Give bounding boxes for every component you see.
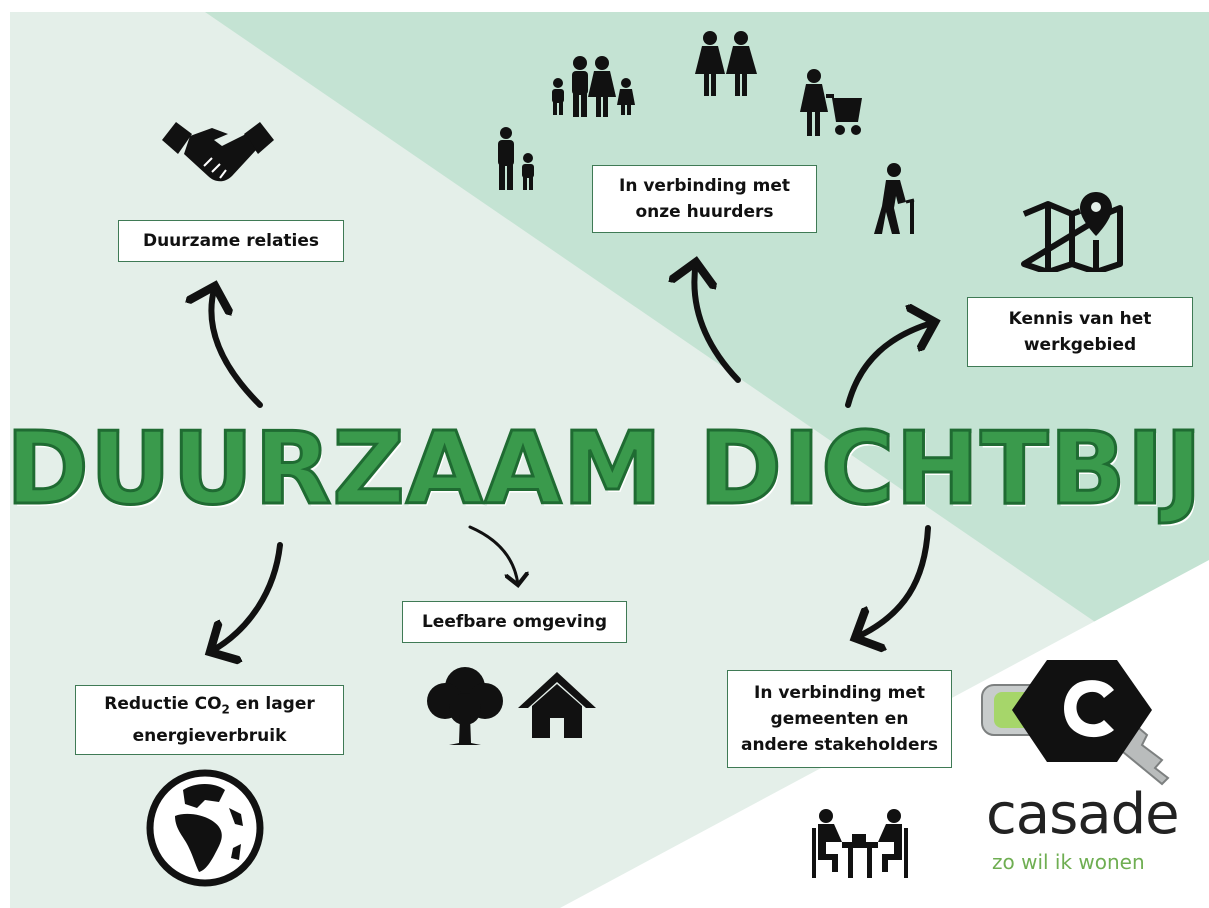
box-leefbare-omgeving: Leefbare omgeving — [402, 601, 627, 643]
tree-icon — [427, 667, 503, 745]
arrow-to-municipalities — [855, 525, 931, 638]
arrow-to-environment — [468, 525, 518, 585]
brand-tagline: zo wil ik wonen — [992, 850, 1145, 874]
couple-icon — [695, 31, 757, 96]
arrow-to-co2 — [210, 542, 283, 652]
arrow-to-relations — [211, 286, 263, 408]
box-huurders: In verbinding met onze huurders — [592, 165, 817, 233]
box-kennis-werkgebied: Kennis van het werkgebied — [967, 297, 1193, 367]
label-knowledge-2: werkgebied — [1023, 335, 1137, 355]
meeting-icon — [812, 809, 908, 878]
brand-name: casade — [986, 782, 1180, 847]
arrow-to-knowledge — [845, 322, 935, 408]
label-environment: Leefbare omgeving — [421, 612, 608, 632]
label-co2-1: Reductie CO2 en lager — [104, 691, 315, 722]
keys-logo-icon — [981, 660, 1170, 786]
label-knowledge-1: Kennis van het — [1008, 309, 1152, 329]
box-reductie-co2: Reductie CO2 en lager energieverbruik — [75, 685, 344, 755]
elderly-icon — [874, 163, 915, 234]
family-icon — [552, 56, 635, 117]
label-tenants-1: In verbinding met — [619, 176, 790, 196]
label-tenants-2: onze huurders — [635, 202, 774, 222]
box-duurzame-relaties: Duurzame relaties — [118, 220, 344, 262]
label-co2-2: energieverbruik — [132, 725, 287, 746]
house-icon — [518, 672, 596, 738]
globe-icon — [146, 769, 264, 887]
parent-child-icon — [498, 127, 534, 190]
label-co2-sub: 2 — [221, 702, 230, 717]
handshake-icon — [162, 122, 274, 182]
arrow-to-tenants — [694, 262, 741, 383]
label-relations: Duurzame relaties — [142, 231, 320, 251]
label-municipalities-3: andere stakeholders — [740, 735, 938, 755]
label-co2-pre: Reductie CO — [104, 694, 222, 715]
label-municipalities-2: gemeenten en — [770, 709, 909, 729]
map-pin-icon — [1021, 192, 1123, 272]
parent-stroller-icon — [800, 69, 862, 136]
label-municipalities-1: In verbinding met — [754, 683, 925, 703]
box-gemeenten: In verbinding met gemeenten en andere st… — [727, 670, 952, 768]
main-title: DUURZAAM DICHTBIJ — [4, 409, 1204, 529]
label-co2-post: en lager — [229, 694, 315, 715]
